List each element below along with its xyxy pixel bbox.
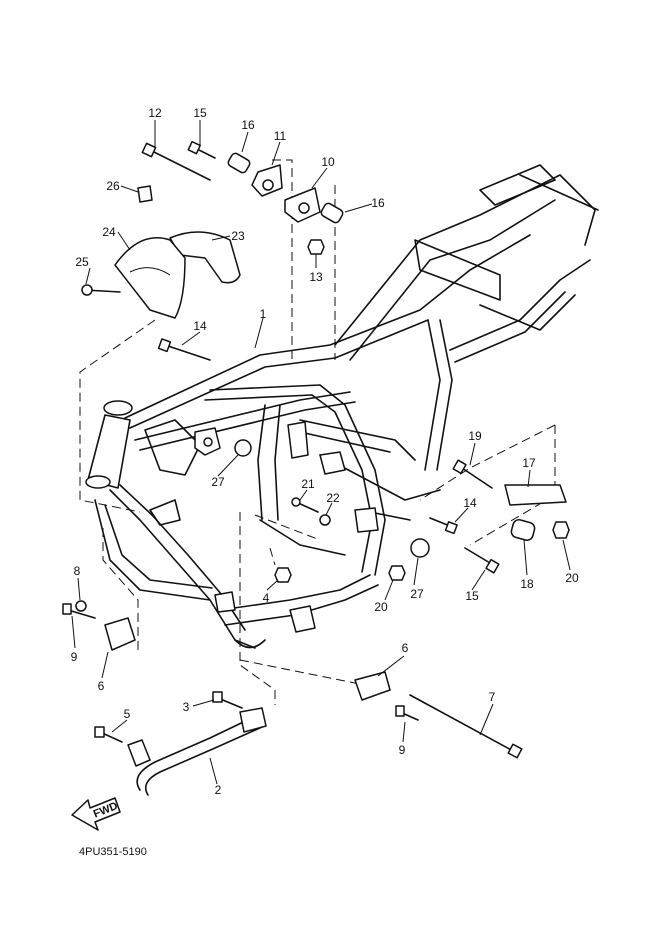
nut-4 — [274, 567, 292, 583]
callout-1: 1 — [260, 307, 267, 321]
plate-6-right — [354, 671, 391, 701]
callout-15-right: 15 — [465, 589, 479, 603]
callout-14-right: 14 — [463, 496, 477, 510]
callout-11: 11 — [274, 129, 287, 143]
callout-7: 7 — [489, 690, 496, 704]
callout-9-right: 9 — [399, 743, 406, 757]
callout-13: 13 — [309, 270, 323, 284]
callout-21: 21 — [301, 477, 315, 491]
callout-2: 2 — [215, 783, 222, 797]
callout-3: 3 — [183, 700, 190, 714]
callout-5: 5 — [124, 707, 131, 721]
washer-8 — [75, 600, 87, 612]
callout-19: 19 — [468, 429, 482, 443]
down-tube-2 — [136, 714, 259, 791]
cover-23 — [169, 231, 241, 284]
leader-lines — [71, 120, 571, 785]
callout-labels: 1 2 3 4 5 6 6 7 8 9 9 10 11 12 13 14 14 … — [71, 106, 579, 797]
callout-20-right: 20 — [565, 571, 579, 585]
plate-6-left — [104, 617, 136, 651]
callout-8: 8 — [74, 564, 81, 578]
callout-20-left: 20 — [374, 600, 388, 614]
callout-16-top: 16 — [241, 118, 255, 132]
main-frame — [85, 164, 599, 649]
callout-26: 26 — [106, 179, 120, 193]
callout-15-top: 15 — [193, 106, 207, 120]
callout-14-left: 14 — [193, 319, 207, 333]
bolt-14-left — [164, 344, 211, 361]
callout-18: 18 — [520, 577, 534, 591]
callout-23: 23 — [231, 229, 245, 243]
forward-arrow-icon: FWD — [71, 797, 121, 831]
bolt-12 — [149, 149, 211, 181]
bracket-17 — [504, 484, 567, 506]
callout-12: 12 — [148, 106, 162, 120]
damper-26 — [137, 185, 153, 203]
callout-27-left: 27 — [211, 475, 225, 489]
callout-27-right: 27 — [410, 587, 424, 601]
washer-22 — [319, 514, 331, 526]
bolt-7 — [409, 694, 516, 753]
nut-20-left — [388, 565, 406, 581]
collar-16-top — [227, 152, 251, 174]
part-code: 4PU351-5190 — [79, 846, 147, 858]
small-parts — [62, 140, 570, 796]
damper-27-right — [410, 538, 430, 558]
callout-9-left: 9 — [71, 650, 78, 664]
bolt-9-left — [67, 609, 96, 619]
collar-16-right — [320, 202, 344, 224]
callout-17: 17 — [522, 456, 536, 470]
nut-13 — [307, 239, 325, 255]
collar-18 — [510, 519, 536, 541]
nut-20-right — [552, 521, 570, 539]
callout-10: 10 — [321, 155, 335, 169]
callout-6-right: 6 — [402, 641, 409, 655]
cover-24 — [114, 237, 186, 319]
callout-24: 24 — [102, 225, 116, 239]
callout-25: 25 — [75, 255, 89, 269]
callout-22: 22 — [326, 491, 340, 505]
callout-4: 4 — [263, 591, 270, 605]
damper-27-left — [234, 439, 252, 457]
callout-6-left: 6 — [98, 679, 105, 693]
callout-16-right: 16 — [371, 196, 385, 210]
bolt-19 — [461, 467, 493, 489]
